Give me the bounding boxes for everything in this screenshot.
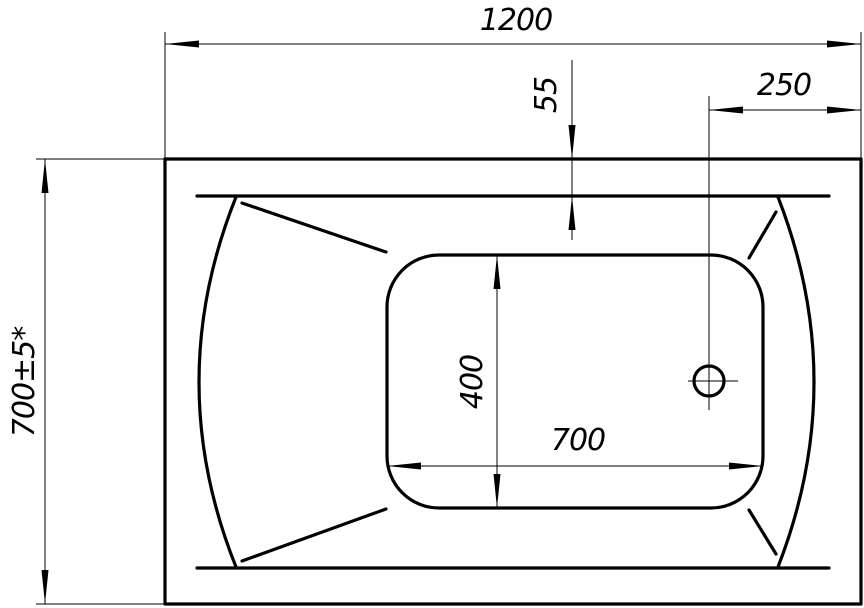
bowl-right-curve: [776, 195, 816, 569]
outer-contour: [163, 157, 863, 606]
arrow-250-left: [709, 106, 743, 114]
arrow-55-top: [568, 125, 576, 159]
corner-line-top-right: [747, 210, 778, 260]
dim-label-1200: 1200: [480, 3, 552, 38]
arrow-1200-right: [827, 40, 861, 48]
dim-label-700-5: 700±5*: [7, 326, 42, 437]
corner-line-top-left: [240, 201, 388, 254]
arrow-400-bottom: [493, 474, 501, 508]
bowl-left-curve: [197, 195, 238, 569]
arrow-700-5-top: [41, 159, 49, 193]
arrow-55-bottom: [568, 196, 576, 230]
arrow-700-left: [387, 462, 421, 470]
dim-label-250: 250: [757, 68, 811, 103]
arrow-1200-left: [165, 40, 199, 48]
inner-bowl: [385, 253, 765, 510]
corner-line-bottom-left: [240, 507, 388, 563]
dim-label-55: 55: [529, 77, 564, 113]
corner-line-bottom-right: [747, 508, 778, 556]
arrow-400-top: [493, 255, 501, 289]
arrow-700-right: [729, 462, 763, 470]
dim-label-400: 400: [455, 355, 490, 409]
dim-label-700: 700: [551, 423, 605, 458]
arrow-700-5-bottom: [41, 570, 49, 604]
arrow-250-right: [827, 106, 861, 114]
